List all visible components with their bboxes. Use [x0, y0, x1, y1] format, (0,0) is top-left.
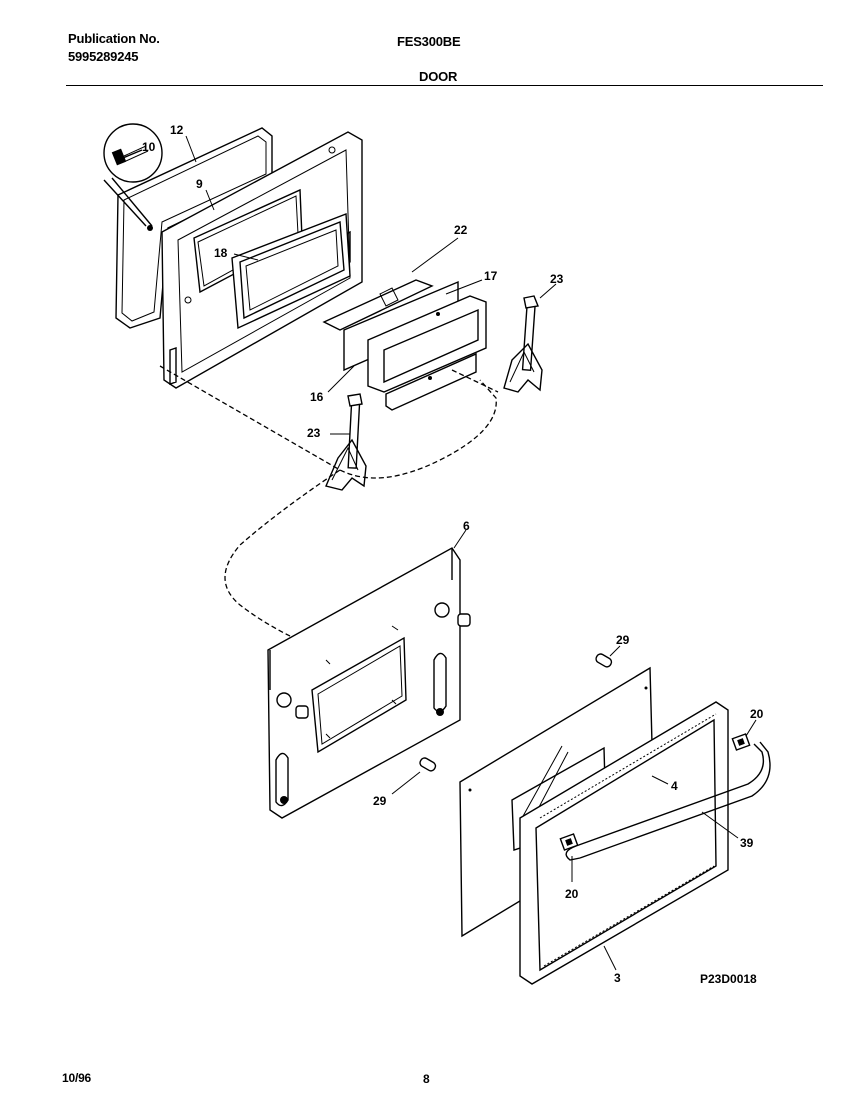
section-title: DOOR: [419, 69, 458, 84]
figure-code: P23D0018: [700, 972, 757, 986]
callout-20-left: 20: [565, 887, 579, 901]
part-20-end-cap-right: [731, 733, 751, 751]
part-6-outer-door-panel: [267, 547, 461, 819]
part-10-screw-inset: [103, 123, 163, 231]
callout-9: 9: [196, 177, 203, 191]
callout-12: 12: [170, 123, 184, 137]
callout-20-right: 20: [750, 707, 764, 721]
footer-date: 10/96: [62, 1071, 92, 1085]
model-number: FES300BE: [397, 34, 461, 49]
part-22-baffle: [322, 279, 434, 331]
callout-17: 17: [484, 269, 498, 283]
callout-22: 22: [454, 223, 468, 237]
callout-10: 10: [142, 140, 156, 154]
assembly-path-dashed: [159, 365, 497, 637]
leader-lines: [185, 135, 757, 971]
callout-3: 3: [614, 971, 621, 985]
callout-23-left: 23: [307, 426, 321, 440]
callout-29-top: 29: [616, 633, 630, 647]
part-29-spacer-left: [419, 757, 437, 772]
panel-screws: [295, 613, 471, 719]
callout-29-left: 29: [373, 794, 387, 808]
part-20-end-cap-left: [559, 833, 579, 851]
part-17-door-shield: [343, 280, 487, 411]
callout-23-right: 23: [550, 272, 564, 286]
part-23-hinge-left: [325, 393, 367, 491]
part-29-spacer-top: [595, 653, 613, 668]
publication-number: 5995289245: [68, 49, 139, 64]
header-rule: [66, 85, 823, 86]
callout-39: 39: [740, 836, 754, 850]
publication-label: Publication No.: [68, 31, 160, 46]
part-23-hinge-right: [503, 295, 543, 393]
page-number: 8: [423, 1072, 430, 1086]
callout-16: 16: [310, 390, 324, 404]
callout-6: 6: [463, 519, 470, 533]
callout-4: 4: [671, 779, 678, 793]
part-18-window-frame: [231, 213, 351, 330]
part-3-door-frame: [519, 701, 729, 985]
callout-18: 18: [214, 246, 228, 260]
